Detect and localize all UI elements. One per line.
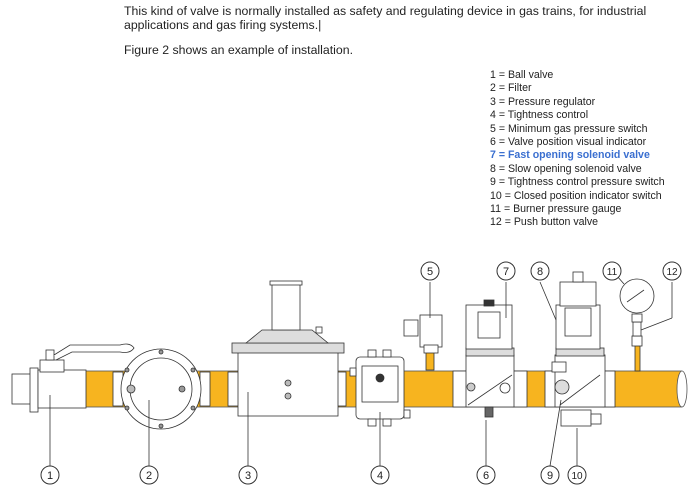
callout-8: 8 xyxy=(530,261,550,281)
figure-reference-paragraph: Figure 2 shows an example of installatio… xyxy=(124,43,353,57)
callout-11: 11 xyxy=(602,261,622,281)
min-gas-pressure-switch xyxy=(403,314,443,371)
callout-label: 3 xyxy=(245,470,251,482)
pipe-end xyxy=(676,370,688,408)
callout-3: 3 xyxy=(238,465,258,485)
pressure-regulator xyxy=(227,280,347,417)
callout-label: 2 xyxy=(146,470,152,482)
legend-item: 11 = Burner pressure gauge xyxy=(490,203,622,216)
fast-opening-solenoid-valve xyxy=(452,299,528,418)
callout-label: 8 xyxy=(537,266,543,278)
legend-item: 9 = Tightness control pressure switch xyxy=(490,176,665,189)
legend-item: 1 = Ball valve xyxy=(490,69,554,81)
tightness-control xyxy=(349,349,411,427)
callout-5: 5 xyxy=(420,261,440,281)
callout-label: 12 xyxy=(666,267,678,278)
callout-10: 10 xyxy=(567,465,587,485)
callout-label: 6 xyxy=(483,470,489,482)
slow-opening-solenoid-valve xyxy=(544,271,616,427)
callout-1: 1 xyxy=(40,465,60,485)
legend-item: 2 = Filter xyxy=(490,82,532,95)
callout-12: 12 xyxy=(662,261,682,281)
legend-item: 8 = Slow opening solenoid valve xyxy=(490,162,642,175)
callout-label: 7 xyxy=(503,266,509,278)
callout-label: 11 xyxy=(607,267,618,278)
component-legend: 1 = Ball valve 2 = Filter 3 = Pressure r… xyxy=(490,69,665,230)
callout-label: 10 xyxy=(571,471,583,482)
legend-item: 10 = Closed position indicator switch xyxy=(490,189,662,202)
callout-label: 5 xyxy=(427,266,433,278)
legend-item: 3 = Pressure regulator xyxy=(490,95,596,108)
callout-6: 6 xyxy=(476,465,496,485)
legend-item: 12 = Push button valve xyxy=(490,216,599,229)
filter xyxy=(112,348,211,430)
ball-valve xyxy=(11,343,135,413)
legend-item: 5 = Minimum gas pressure switch xyxy=(490,122,648,135)
callout-label: 9 xyxy=(547,470,553,482)
callout-9: 9 xyxy=(540,465,560,485)
legend-item: 6 = Valve position visual indicator xyxy=(490,136,647,149)
callout-label: 1 xyxy=(47,470,53,482)
legend-item-highlighted: 7 = Fast opening solenoid valve xyxy=(490,149,650,162)
intro-paragraph: This kind of valve is normally installed… xyxy=(124,4,647,32)
callout-label: 4 xyxy=(377,470,383,482)
callout-4: 4 xyxy=(370,465,390,485)
legend-item: 4 = Tightness control xyxy=(490,109,589,122)
callout-2: 2 xyxy=(139,465,159,485)
callout-7: 7 xyxy=(496,261,516,281)
burner-pressure-gauge xyxy=(619,278,655,372)
